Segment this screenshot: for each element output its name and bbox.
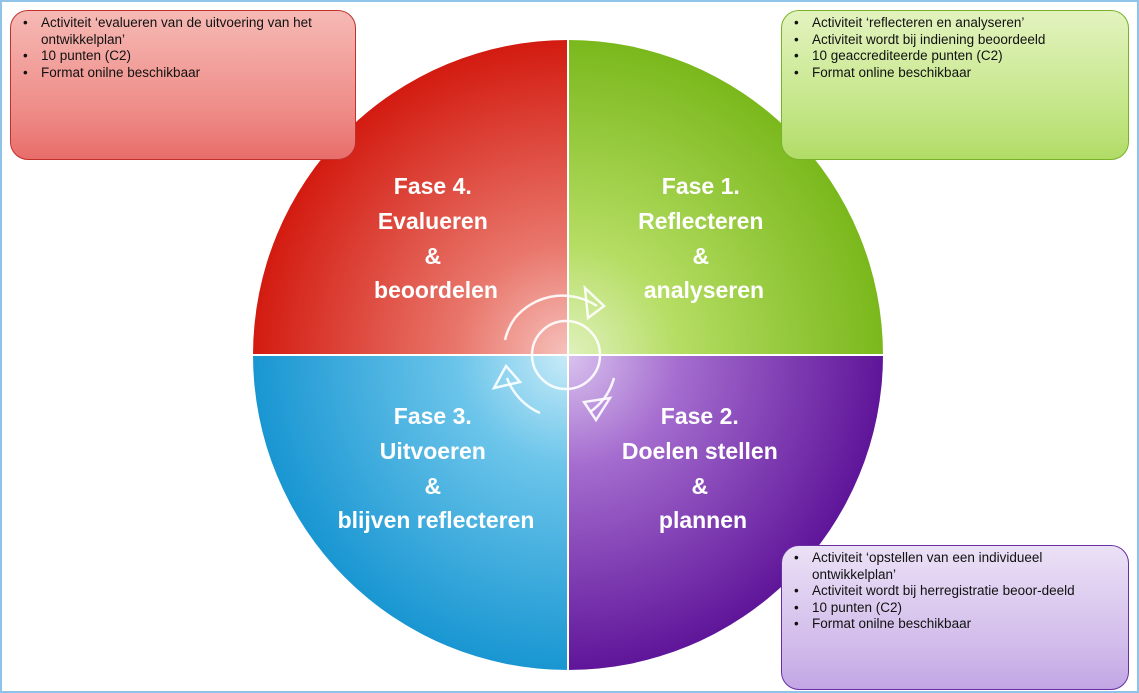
list-item: Format online beschikbaar [790, 65, 1120, 82]
callout-fase4-list: Activiteit ‘evalueren van de uitvoering … [19, 15, 347, 81]
fase4-label: Fase 4. Evalueren & beoordelen [374, 173, 498, 303]
list-item: Activiteit wordt bij indiening beoordeel… [790, 32, 1120, 49]
quadrant-fase4 [253, 40, 568, 355]
fase2-label: Fase 2. Doelen stellen & plannen [622, 403, 784, 533]
list-item: Activiteit ‘evalueren van de uitvoering … [19, 15, 347, 48]
callout-fase1-list: Activiteit ‘reflecteren en analyseren’ A… [790, 15, 1120, 81]
list-item: Format onilne beschikbaar [790, 616, 1120, 633]
callout-fase2: Activiteit ‘opstellen van een individuee… [781, 545, 1129, 690]
callout-fase1: Activiteit ‘reflecteren en analyseren’ A… [781, 10, 1129, 160]
list-item: Activiteit wordt bij herregistratie beoo… [790, 583, 1120, 600]
list-item: Format onilne beschikbaar [19, 65, 347, 82]
list-item: 10 geaccrediteerde punten (C2) [790, 48, 1120, 65]
fase3-label: Fase 3. Uitvoeren & blijven reflecteren [338, 403, 535, 533]
callout-fase2-list: Activiteit ‘opstellen van een individuee… [790, 550, 1120, 633]
quadrant-fase2 [568, 355, 883, 670]
quadrant-fase3 [253, 355, 568, 670]
list-item: 10 punten (C2) [19, 48, 347, 65]
callout-fase4: Activiteit ‘evalueren van de uitvoering … [10, 10, 356, 160]
list-item: Activiteit ‘reflecteren en analyseren’ [790, 15, 1120, 32]
fase1-label: Fase 1. Reflecteren & analyseren [638, 173, 770, 303]
quadrant-fase1 [568, 40, 883, 355]
cycle-arrows-icon [491, 284, 616, 423]
list-item: 10 punten (C2) [790, 600, 1120, 617]
list-item: Activiteit ‘opstellen van een individuee… [790, 550, 1120, 583]
